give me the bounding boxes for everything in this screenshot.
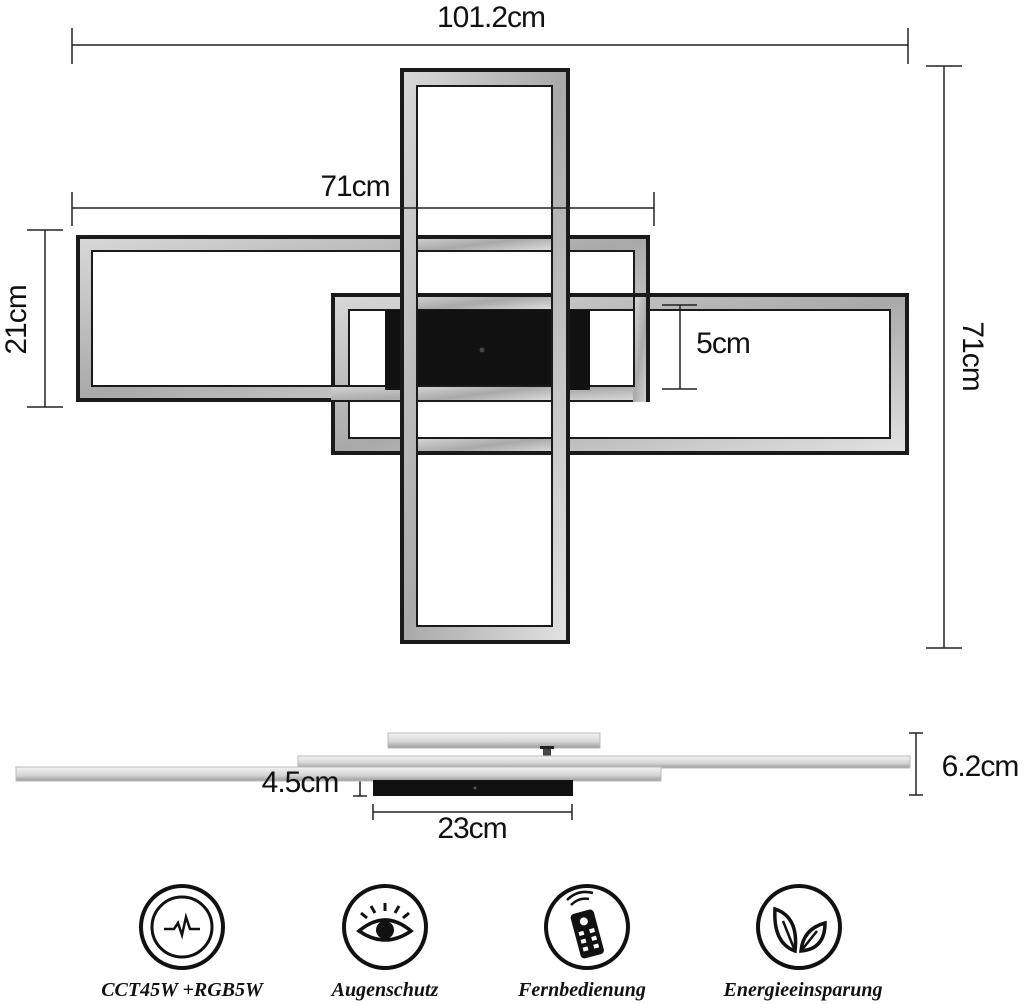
feature-label-eye-protection: Augenschutz bbox=[331, 979, 439, 1001]
box-height-label: 5cm bbox=[696, 327, 750, 360]
remote-control-icon bbox=[544, 884, 630, 970]
total-width-label: 101.2cm bbox=[437, 1, 545, 34]
box-width-label: 23cm bbox=[437, 812, 506, 845]
side-view bbox=[15, 732, 911, 796]
eye-protection-icon bbox=[342, 884, 428, 970]
feature-label-remote: Fernbedienung bbox=[518, 979, 646, 1001]
power-pulse-icon bbox=[139, 884, 225, 970]
box-depth-label: 4.5cm bbox=[262, 766, 339, 799]
total-height-label: 71cm bbox=[956, 321, 989, 390]
frames-through-window bbox=[418, 235, 551, 455]
side-height-label: 6.2cm bbox=[942, 750, 1019, 783]
rect-width-label: 71cm bbox=[320, 170, 389, 203]
rect-height-label: 21cm bbox=[0, 285, 33, 354]
feature-label-power: CCT45W +RGB5W bbox=[101, 979, 263, 1001]
feature-label-energy: Energieeinsparung bbox=[723, 979, 883, 1001]
leaf-icon bbox=[756, 884, 842, 970]
